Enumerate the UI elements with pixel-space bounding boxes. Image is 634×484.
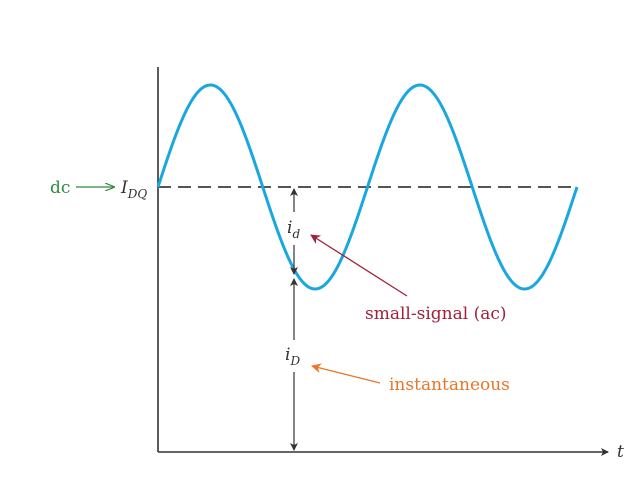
iD-total-label: iD: [285, 345, 300, 368]
t-axis-label: t: [617, 442, 624, 462]
instantaneous-label: instantaneous: [389, 375, 510, 395]
small-signal-arrow: [310, 234, 408, 297]
iD-total-main: i: [285, 345, 290, 365]
iD-total-sub: D: [289, 354, 300, 368]
idq-label-main: I: [120, 178, 128, 198]
idq-label: IDQ: [120, 178, 147, 201]
small-signal-label: small-signal (ac): [365, 304, 507, 324]
id-small-sub: d: [292, 227, 300, 241]
id-small-label: id: [287, 218, 300, 241]
idq-label-sub: DQ: [127, 187, 148, 201]
id-small-main: i: [287, 218, 292, 238]
dc-label: dc: [50, 178, 70, 198]
instantaneous-arrow: [311, 363, 381, 384]
sine-wave: [156, 83, 579, 291]
